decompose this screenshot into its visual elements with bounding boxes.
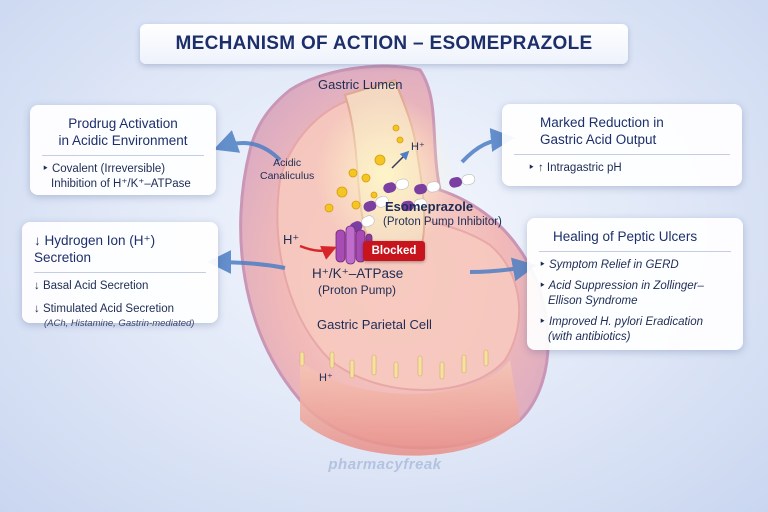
prodrug-title: Prodrug Activation in Acidic Environment	[42, 115, 204, 149]
pump-name-label: H⁺/K⁺–ATPase	[312, 266, 404, 281]
divider	[514, 154, 730, 155]
acidic-canaliculus-line2: Canaliculus	[260, 170, 315, 182]
divider	[42, 155, 204, 156]
esomeprazole-capsules	[349, 174, 476, 233]
divider	[34, 272, 206, 273]
healing-item-3-cont: (with antibiotics)	[548, 331, 631, 343]
ulcer-healing-box: Healing of Peptic Ulcers ‣ Symptom Relie…	[527, 218, 743, 350]
prodrug-activation-box: Prodrug Activation in Acidic Environment…	[30, 105, 216, 195]
hydrogen-note: (ACh, Histamine, Gastrin-mediated)	[44, 318, 195, 329]
acidic-canaliculus-line1: Acidic	[273, 157, 302, 169]
prodrug-item-1: ‣ Covalent (Irreversible)	[42, 163, 166, 175]
healing-title: Healing of Peptic Ulcers	[553, 229, 698, 244]
drug-name-label: Esomeprazole	[385, 199, 474, 214]
prodrug-title-line1: Prodrug Activation	[68, 116, 178, 131]
healing-item-2-cont: Ellison Syndrome	[548, 295, 638, 307]
hydrogen-secretion-box: ↓ Hydrogen Ion (H⁺) Secretion ↓ Basal Ac…	[22, 222, 218, 329]
acidic-canaliculus-label: Acidic Canaliculus	[260, 157, 314, 183]
healing-item-3: ‣ Improved H. pylori Eradication	[539, 316, 704, 328]
h-plus-bottom-label: H⁺	[319, 372, 333, 384]
arrow-to-prodrug	[213, 130, 282, 162]
watermark: pharmacyfreak	[328, 456, 442, 473]
pump-alias-label: (Proton Pump)	[318, 283, 397, 297]
blocked-badge: Blocked	[363, 241, 425, 261]
hydrogen-item-2: ↓ Stimulated Acid Secretion	[34, 303, 174, 315]
hydrogen-title: ↓ Hydrogen Ion (H⁺) Secretion	[34, 233, 156, 265]
reduction-item-1: ‣ ↑ Intragastric pH	[528, 162, 622, 174]
basal-villi	[299, 349, 489, 380]
healing-item-2: ‣ Acid Suppression in Zollinger–	[539, 280, 704, 292]
basal-membrane	[300, 360, 520, 456]
hydrogen-ion-bubbles	[324, 124, 404, 213]
arrow-to-healing	[469, 257, 537, 282]
drug-class-label: (Proton Pump Inhibitor)	[383, 216, 502, 228]
prodrug-title-line2: in Acidic Environment	[58, 133, 188, 148]
reduction-title: Marked Reduction in Gastric Acid Output	[514, 114, 730, 148]
hydrogen-item-1: ↓ Basal Acid Secretion	[34, 280, 149, 292]
cell-label: Gastric Parietal Cell	[317, 317, 432, 332]
reduction-title-line1: Marked Reduction in	[540, 115, 664, 130]
title-banner: MECHANISM OF ACTION – ESOMEPRAZOLE	[140, 24, 628, 64]
h-plus-top-label: H⁺	[411, 141, 425, 153]
reduction-title-line2: Gastric Acid Output	[540, 132, 657, 147]
acid-reduction-box: Marked Reduction in Gastric Acid Output …	[502, 104, 742, 186]
healing-item-1: ‣ Symptom Relief in GERD	[539, 259, 679, 271]
page-title: MECHANISM OF ACTION – ESOMEPRAZOLE	[175, 33, 593, 54]
h-plus-exit-arrow	[391, 150, 410, 169]
arrow-to-hydrogen	[207, 250, 286, 275]
divider	[539, 251, 731, 252]
h-plus-blocked-arrow	[299, 244, 337, 260]
gastric-lumen-label: Gastric Lumen	[318, 77, 403, 92]
prodrug-item-2: Inhibition of H⁺/K⁺–ATPase	[51, 178, 191, 190]
h-plus-left-label: H⁺	[283, 232, 300, 247]
